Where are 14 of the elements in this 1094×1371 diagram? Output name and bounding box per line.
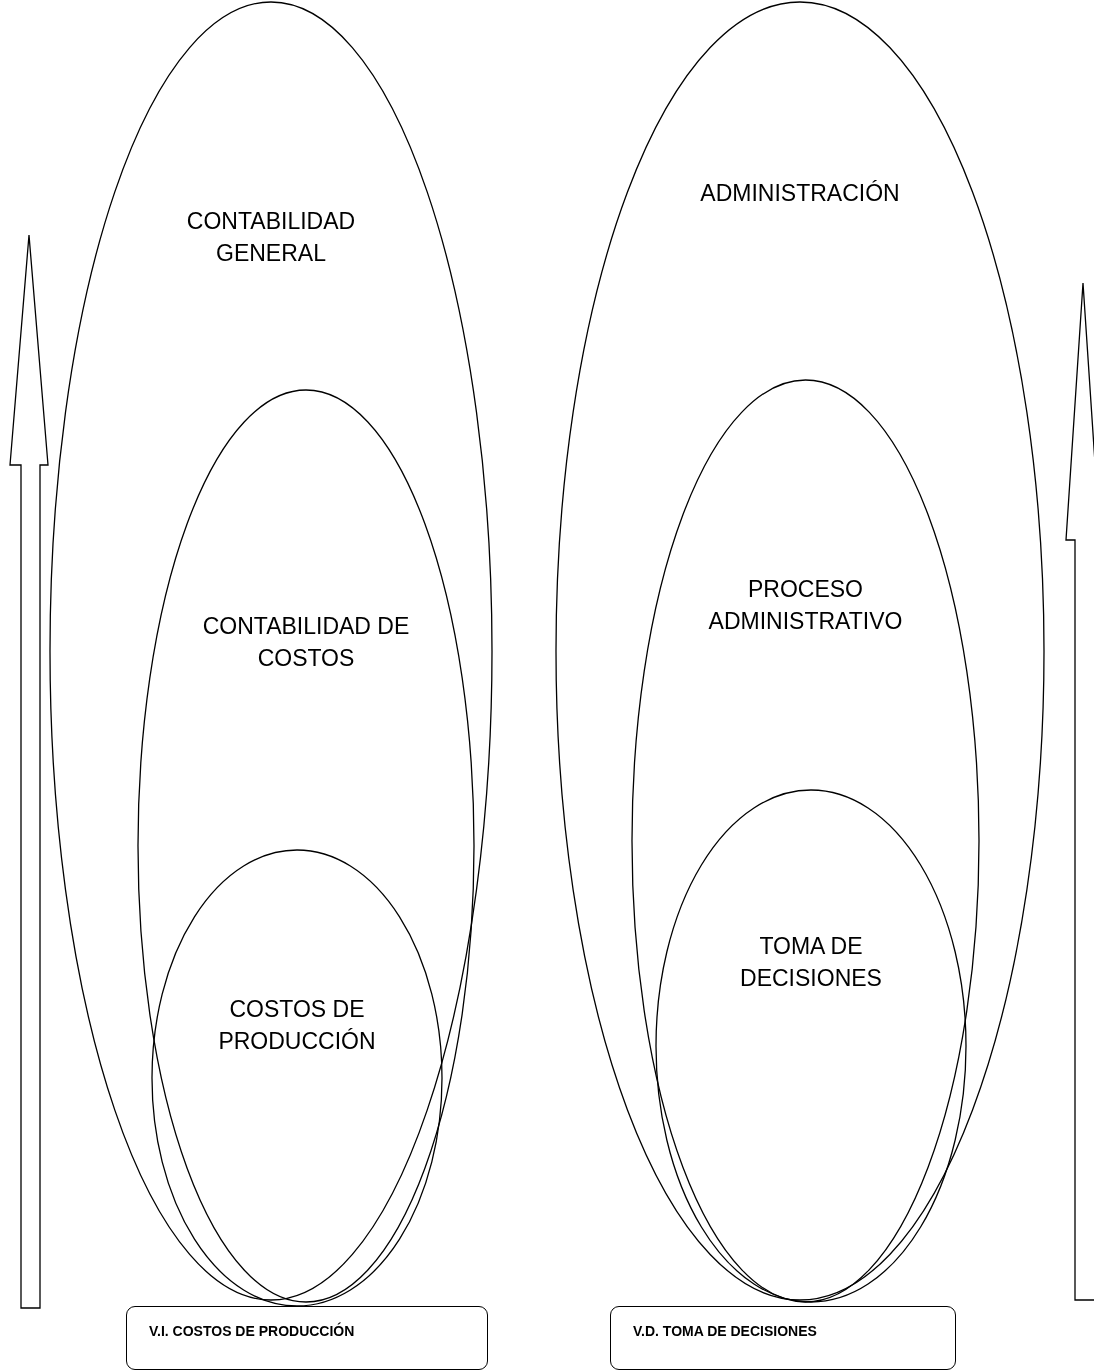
node-label: ADMINISTRACIÓN [699,179,901,208]
box-label: V.D. TOMA DE DECISIONES [633,1323,817,1339]
oval [656,790,966,1302]
variable-box [610,1306,956,1370]
oval [556,2,1044,1300]
node-label: CONTABILIDAD GENERAL [185,207,357,268]
oval [632,380,979,1302]
variable-box [126,1306,488,1370]
node-label: PROCESO ADMINISTRATIVO [707,575,904,636]
node-label: CONTABILIDAD DE COSTOS [201,612,411,673]
node-label: TOMA DE DECISIONES [739,932,883,993]
oval [152,850,442,1306]
node-label: COSTOS DE PRODUCCIÓN [217,995,377,1056]
box-label: V.I. COSTOS DE PRODUCCIÓN [149,1323,355,1339]
